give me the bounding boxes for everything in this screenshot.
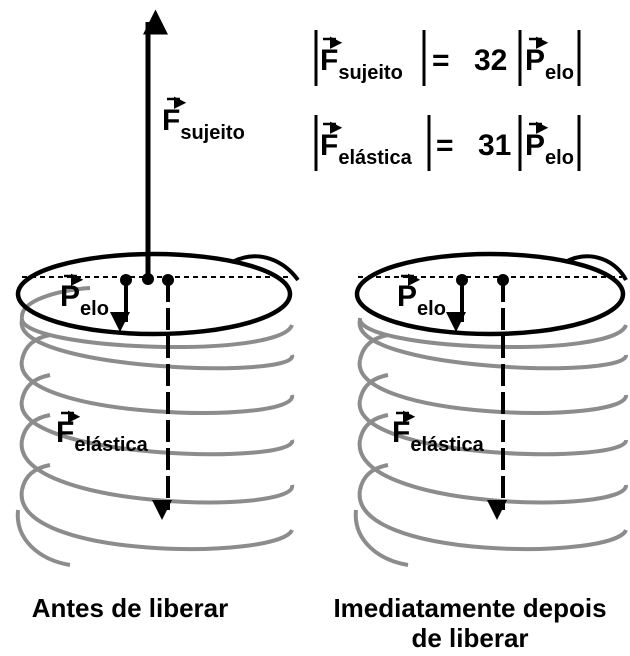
f-letter: F <box>56 416 74 449</box>
equation-f-elastica: Felástica = 31 Pelo <box>314 115 581 171</box>
eq1-equals: = <box>432 44 450 77</box>
p-subscript: elo <box>80 298 109 320</box>
eq1-weight-subscript: elo <box>545 62 574 84</box>
right-coil-bottom <box>353 509 409 567</box>
left-panel: Fsujeito Pelo Felástica Antes de liberar <box>15 9 300 623</box>
eq2-force-letter: F <box>320 129 338 162</box>
eq2-weight-letter: P <box>525 129 545 162</box>
right-coil-6 <box>357 489 628 552</box>
right-coil-5 <box>357 439 629 505</box>
left-coil-1 <box>20 317 294 349</box>
eq2-force-subscript: elástica <box>338 147 412 169</box>
left-point-s <box>142 273 154 285</box>
left-top-link-ring <box>15 251 293 337</box>
right-top-link-ring <box>354 251 626 337</box>
p-subscript: elo <box>417 298 446 320</box>
right-label-f-elastica: Felástica <box>392 410 485 456</box>
left-label-f-sujeito: Fsujeito <box>162 96 245 144</box>
svg-text:Felástica: Felástica <box>392 416 485 456</box>
p-letter: P <box>397 280 417 313</box>
right-ring-tail <box>564 254 628 281</box>
left-coil-5 <box>19 439 294 505</box>
right-point-p <box>456 274 468 286</box>
right-coil-2 <box>357 319 629 371</box>
right-label-p-elo: Pelo <box>397 273 446 320</box>
svg-text:Felástica: Felástica <box>56 416 149 456</box>
eq1-force-letter: F <box>320 44 338 77</box>
svg-text:Pelo: Pelo <box>525 44 574 84</box>
svg-text:Fsujeito: Fsujeito <box>320 44 403 84</box>
left-ring-tail <box>231 254 300 282</box>
right-caption-line1: Imediatamente depois <box>333 593 606 623</box>
svg-text:Pelo: Pelo <box>60 280 109 320</box>
eq1-weight-letter: P <box>525 44 545 77</box>
left-coil-2 <box>19 319 294 371</box>
p-letter: P <box>60 280 80 313</box>
f-subscript: elástica <box>410 434 484 456</box>
left-label-p-elo: Pelo <box>60 273 109 320</box>
eq2-coefficient: 31 <box>478 129 511 162</box>
svg-text:Pelo: Pelo <box>397 280 446 320</box>
left-coil-6 <box>19 489 294 552</box>
right-coil-back <box>358 333 389 491</box>
right-caption-line2: de liberar <box>411 623 528 653</box>
f-subscript: elástica <box>74 434 148 456</box>
svg-text:Fsujeito: Fsujeito <box>162 104 245 144</box>
right-coil-1 <box>358 317 628 349</box>
f-letter: F <box>392 416 410 449</box>
svg-text:Felástica: Felástica <box>320 129 413 169</box>
left-caption: Antes de liberar <box>32 593 229 623</box>
left-coil-back <box>20 286 91 491</box>
eq1-coefficient: 32 <box>474 44 507 77</box>
left-coil-bottom <box>15 509 71 567</box>
eq2-equals: = <box>436 129 454 162</box>
left-point-p <box>120 274 132 286</box>
left-label-f-elastica: Felástica <box>56 410 149 456</box>
f-subscript: sujeito <box>180 122 244 144</box>
eq1-force-subscript: sujeito <box>338 62 402 84</box>
eq2-weight-subscript: elo <box>545 147 574 169</box>
svg-text:Pelo: Pelo <box>525 129 574 169</box>
right-panel: Pelo Felástica Imediatamente depois de l… <box>333 251 629 653</box>
equation-f-sujeito: Fsujeito = 32 Pelo <box>314 30 581 86</box>
right-point-f <box>497 274 509 286</box>
left-point-f <box>162 274 174 286</box>
f-letter: F <box>162 104 180 137</box>
